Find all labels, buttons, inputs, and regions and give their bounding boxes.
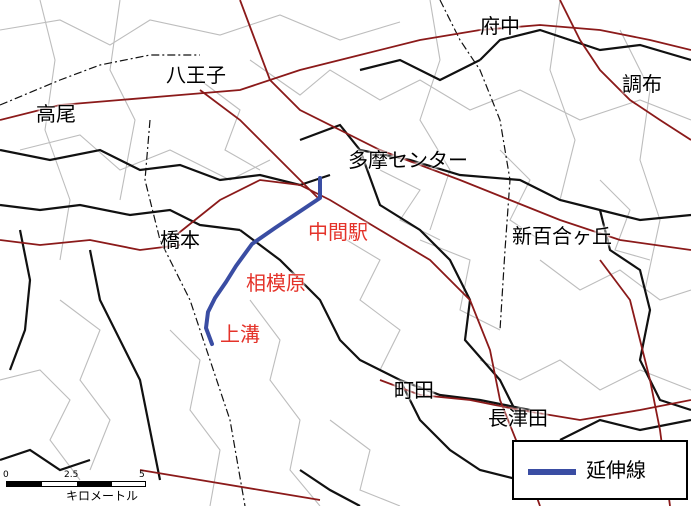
scale-tick-0: 0 — [3, 470, 9, 480]
extension-station-label-kamimizo: 上溝 — [220, 322, 260, 346]
station-label-shinyurigaoka: 新百合ヶ丘 — [512, 224, 612, 248]
station-label-takao: 高尾 — [36, 102, 76, 126]
scale-bar: 0 2.5 5 キロメートル — [0, 470, 160, 506]
station-label-nagatsuta: 長津田 — [488, 406, 548, 430]
legend-extension-line-label: 延伸線 — [586, 458, 646, 482]
major-boundaries — [0, 28, 691, 506]
legend: 延伸線 — [512, 440, 688, 500]
legend-extension-line-swatch — [528, 469, 576, 475]
dashed-boundary — [0, 0, 511, 506]
extension-station-label-chukan: 中間駅 — [308, 220, 368, 244]
station-label-hashimoto: 橋本 — [160, 228, 200, 252]
scale-bar-graphic — [6, 481, 146, 487]
scale-tick-5: 5 — [139, 470, 145, 480]
station-label-hachioji: 八王子 — [166, 63, 226, 87]
extension-line — [204, 176, 322, 346]
extension-station-label-sagamihara: 相模原 — [246, 271, 306, 295]
scale-unit-label: キロメートル — [66, 489, 139, 503]
station-label-tama-center: 多摩センター — [348, 148, 468, 172]
station-label-chofu: 調布 — [622, 72, 662, 96]
station-label-fuchu: 府中 — [480, 14, 520, 38]
station-label-machida: 町田 — [394, 378, 434, 402]
scale-tick-2-5: 2.5 — [64, 470, 79, 480]
